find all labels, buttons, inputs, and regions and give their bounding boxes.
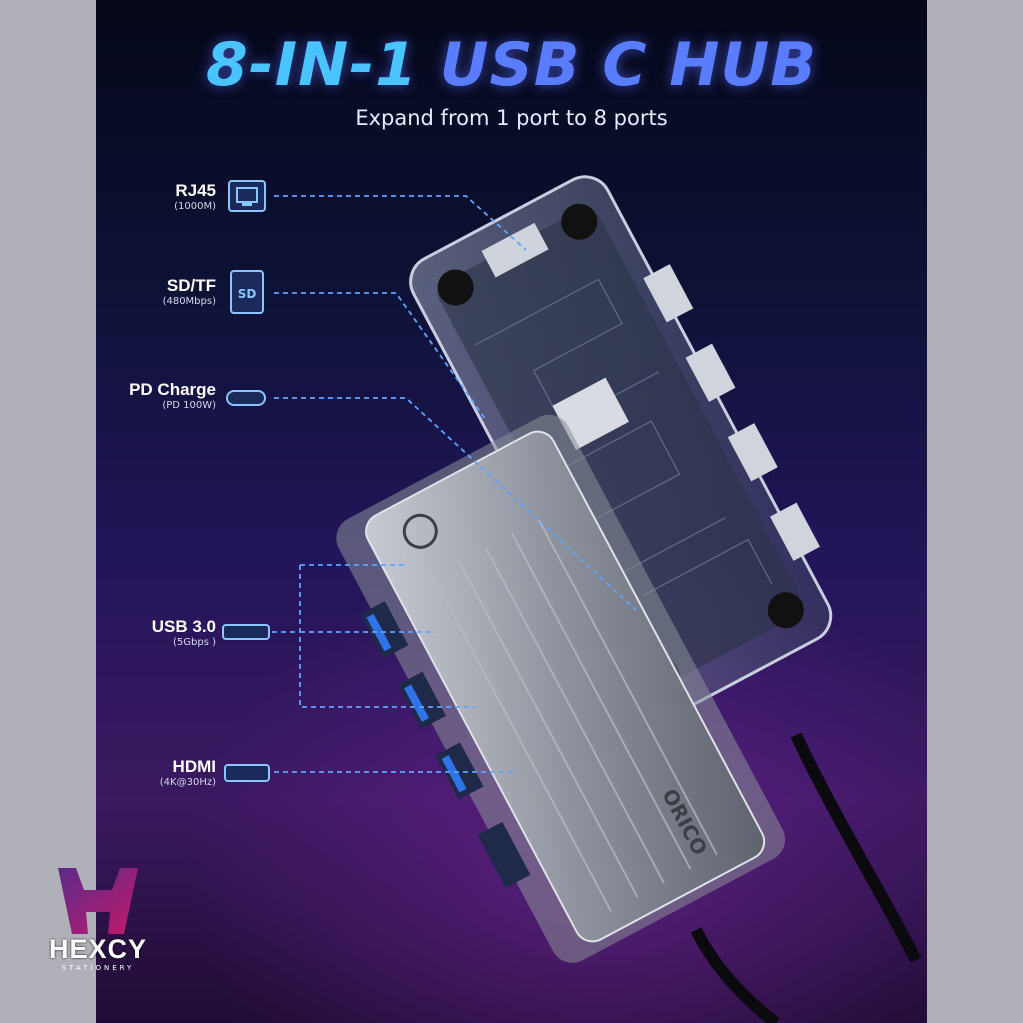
port-spec: (4K@30Hz) [159,777,216,788]
hero-panel: 8-IN-1 USB C HUB Expand from 1 port to 8… [96,0,927,1023]
left-margin [0,0,96,1023]
title-rest: USB C HUB [417,30,817,100]
logo-word: HEXCY [48,934,148,964]
port-label-sd: SD/TF (480Mbps) [116,276,216,308]
usb-c-icon [226,390,266,406]
right-margin [927,0,1023,1023]
usb-a-icon [222,624,270,640]
title-highlight: 8-IN-1 [206,30,418,100]
transparent-hub [409,175,833,723]
brand-logo: HEXCY STATIONERY [38,868,158,978]
port-name: HDMI [172,757,216,776]
hexcy-logo-mark [58,868,138,934]
port-spec: (1000M) [174,201,216,212]
cable [690,732,922,1023]
port-name: RJ45 [175,181,216,200]
hdmi-icon [224,764,270,782]
port-spec: (PD 100W) [162,400,216,411]
page-title: 8-IN-1 USB C HUB [96,30,927,100]
port-spec: (480Mbps) [162,296,216,307]
subtitle: Expand from 1 port to 8 ports [355,106,668,130]
sd-card-icon: SD [230,270,264,314]
port-spec: (5Gbps ) [173,637,216,648]
port-name: SD/TF [166,276,216,295]
leader-lines [272,195,637,773]
port-label-hdmi: HDMI (4K@30Hz) [116,757,216,789]
hub-illustration: ORICO [272,175,922,1023]
aluminium-hub: ORICO [336,414,786,963]
port-label-rj45: RJ45 (1000M) [116,181,216,213]
port-name: PD Charge [129,380,216,399]
port-label-pd: PD Charge (PD 100W) [96,380,216,412]
sd-card-label: SD [238,287,257,301]
logo-subtext: STATIONERY [61,964,135,972]
ethernet-icon [228,180,266,212]
port-name: USB 3.0 [151,617,216,636]
port-label-usb3: USB 3.0 (5Gbps ) [116,617,216,649]
